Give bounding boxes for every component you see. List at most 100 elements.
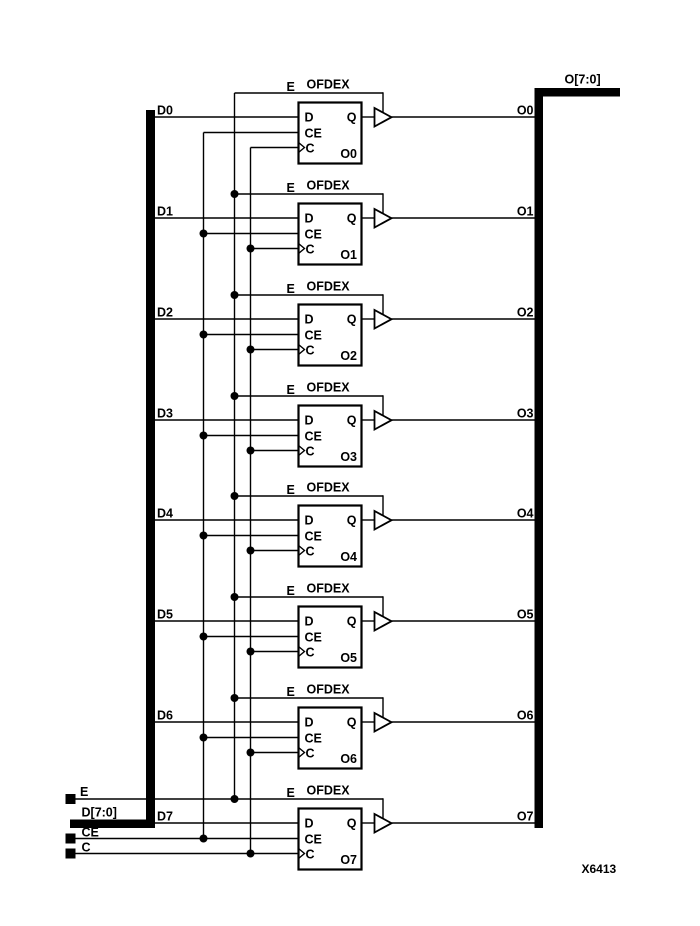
- o-bus-vertical: [534, 88, 543, 828]
- port-q-label: Q: [347, 414, 357, 428]
- clock-wedge-icon: [298, 544, 306, 557]
- port-ce-label: CE: [305, 732, 322, 746]
- enable-net-label: E: [287, 483, 295, 497]
- port-ce-label: CE: [305, 329, 322, 343]
- junction-dot: [246, 748, 255, 757]
- e-terminal-icon: [65, 794, 76, 804]
- o-net-label: O0: [517, 104, 534, 118]
- ff-body: [297, 706, 363, 770]
- d-bus-vertical: [146, 110, 155, 828]
- junction-dot: [230, 694, 239, 702]
- junction-dot: [199, 330, 208, 339]
- port-q-label: Q: [347, 514, 357, 528]
- tristate-buffer-icon: [373, 106, 394, 129]
- ff-body: [297, 101, 363, 165]
- ff-body: [297, 605, 363, 669]
- d-bus-horizontal: [70, 819, 155, 828]
- ofdex-stage-6: E OFDEX D CE C Q O6 D6 O6: [155, 683, 536, 770]
- enable-net-label: E: [287, 786, 295, 800]
- d-net-label: D6: [157, 709, 173, 723]
- d-net-label: D2: [157, 306, 173, 320]
- ce-terminal-label: CE: [82, 826, 99, 840]
- junction-dot: [199, 531, 208, 540]
- junction-dot: [230, 392, 239, 400]
- port-ce-label: CE: [305, 631, 322, 645]
- port-q-label: Q: [347, 615, 357, 629]
- figure-id-label: X6413: [582, 862, 617, 876]
- instance-label: O7: [340, 853, 357, 867]
- ff-body: [297, 303, 363, 367]
- ff-body: [297, 807, 363, 871]
- ff-type-label: OFDEX: [307, 784, 351, 798]
- clock-wedge-icon: [298, 847, 306, 860]
- o-net-label: O6: [517, 709, 534, 723]
- junction-dot: [230, 291, 239, 299]
- d-net-label: D4: [157, 507, 173, 521]
- port-c-label: C: [306, 848, 315, 862]
- tristate-buffer-icon: [373, 711, 394, 734]
- port-q-label: Q: [347, 212, 357, 226]
- ff-body: [297, 504, 363, 568]
- ofdex-stage-7: E OFDEX D CE C Q O7 D7 O7: [155, 784, 536, 871]
- port-ce-label: CE: [305, 430, 322, 444]
- tristate-buffer-icon: [373, 409, 394, 432]
- port-q-label: Q: [347, 111, 357, 125]
- output-bus-label: O[7:0]: [565, 73, 601, 87]
- port-c-label: C: [306, 142, 315, 156]
- port-d-label: D: [305, 414, 314, 428]
- instance-label: O3: [340, 450, 357, 464]
- o-net-label: O1: [517, 205, 534, 219]
- junction-dot: [199, 834, 208, 843]
- ff-type-label: OFDEX: [307, 78, 351, 92]
- port-ce-label: CE: [305, 833, 322, 847]
- port-d-label: D: [305, 716, 314, 730]
- d-net-label: D5: [157, 608, 173, 622]
- instance-label: O2: [340, 349, 357, 363]
- ff-type-label: OFDEX: [307, 582, 351, 596]
- port-q-label: Q: [347, 313, 357, 327]
- ff-type-label: OFDEX: [307, 381, 351, 395]
- port-c-label: C: [306, 445, 315, 459]
- ff-type-label: OFDEX: [307, 481, 351, 495]
- junction-dot: [230, 492, 239, 500]
- junction-dot: [199, 431, 208, 440]
- junction-dot: [246, 345, 255, 354]
- port-d-label: D: [305, 817, 314, 831]
- tristate-buffer-icon: [373, 308, 394, 331]
- tristate-buffer-icon: [373, 207, 394, 230]
- enable-net-label: E: [287, 282, 295, 296]
- ff-type-label: OFDEX: [307, 280, 351, 294]
- c-terminal-label: C: [82, 841, 91, 855]
- clock-wedge-icon: [298, 746, 306, 759]
- ofdex-stage-1: E OFDEX D CE C Q O1 D1 O1: [155, 179, 536, 266]
- input-bus-label: D[7:0]: [82, 806, 117, 820]
- junction-dot: [246, 244, 255, 253]
- ofdex-stage-0: E OFDEX D CE C Q O0 D0 O0: [155, 78, 536, 165]
- junction-dot: [246, 446, 255, 455]
- instance-label: O1: [340, 248, 357, 262]
- ofdex-stage-4: E OFDEX D CE C Q O4 D4 O4: [155, 481, 536, 568]
- port-d-label: D: [305, 615, 314, 629]
- clock-wedge-icon: [298, 444, 306, 457]
- o-net-label: O4: [517, 507, 534, 521]
- port-c-label: C: [306, 747, 315, 761]
- junction-dot: [230, 593, 239, 601]
- enable-net-label: E: [287, 80, 295, 94]
- tristate-buffer-icon: [373, 509, 394, 532]
- d-net-label: D7: [157, 810, 173, 824]
- port-d-label: D: [305, 313, 314, 327]
- port-c-label: C: [306, 545, 315, 559]
- clock-wedge-icon: [298, 645, 306, 658]
- enable-net-label: E: [287, 383, 295, 397]
- port-d-label: D: [305, 111, 314, 125]
- junction-dot: [246, 849, 255, 858]
- port-q-label: Q: [347, 817, 357, 831]
- port-ce-label: CE: [305, 530, 322, 544]
- port-c-label: C: [306, 646, 315, 660]
- port-d-label: D: [305, 514, 314, 528]
- ofdex-stage-2: E OFDEX D CE C Q O2 D2 O2: [155, 280, 536, 367]
- d-net-label: D1: [157, 205, 173, 219]
- port-q-label: Q: [347, 716, 357, 730]
